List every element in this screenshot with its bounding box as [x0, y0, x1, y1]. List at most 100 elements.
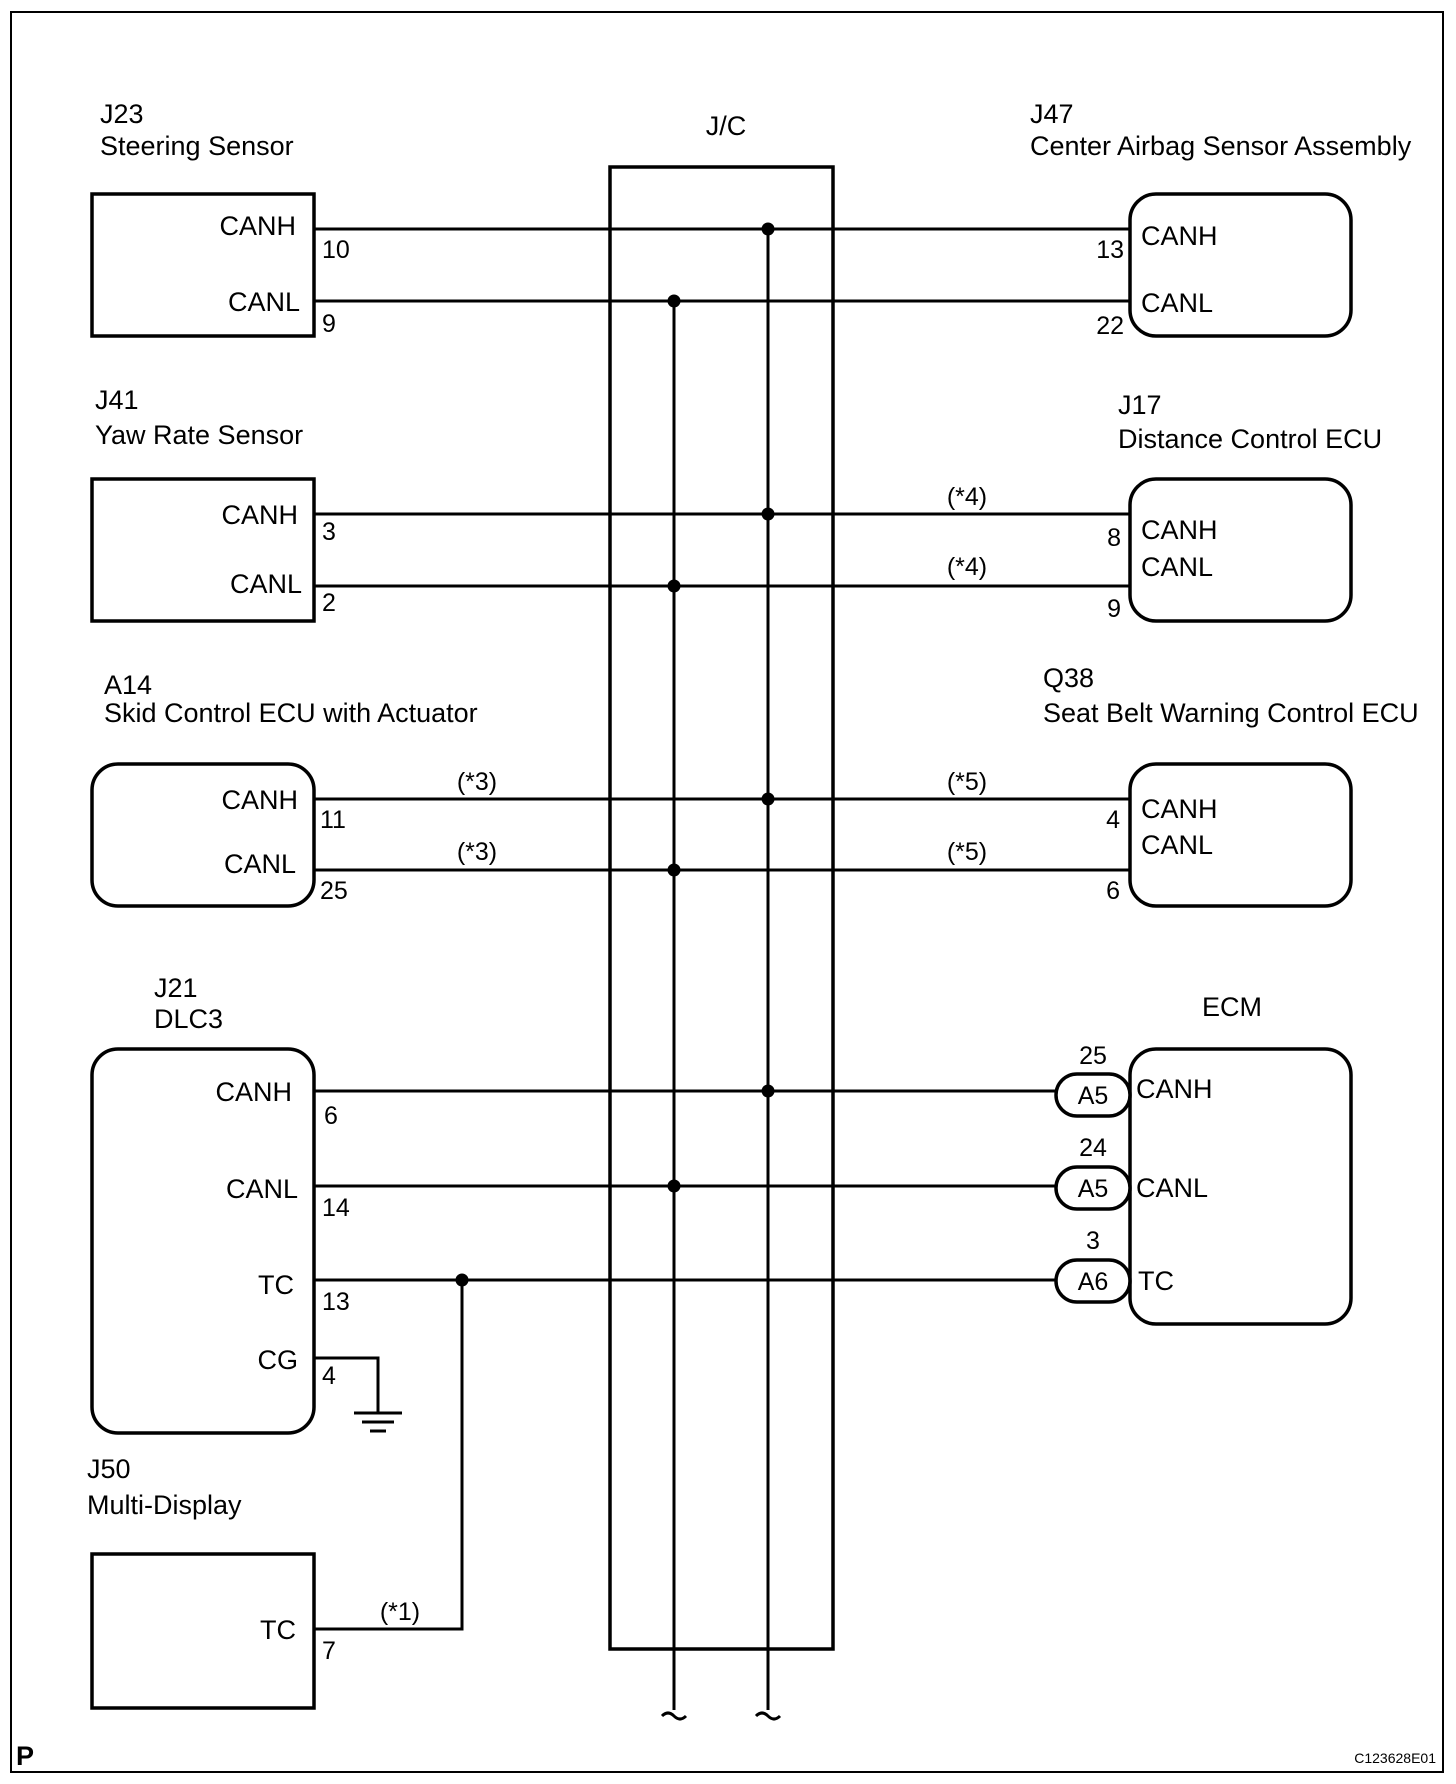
q38-pin-canh: 4 [1106, 806, 1120, 834]
diagram-frame [10, 11, 1444, 1773]
q38-code: Q38 [1043, 663, 1094, 693]
q38-seat-belt-warning-ecu: Q38 Seat Belt Warning Control ECU CANH C… [1043, 663, 1419, 908]
a14-code: A14 [104, 670, 152, 700]
j47-name: Center Airbag Sensor Assembly [1030, 131, 1412, 161]
ecm-pin-canl: 24 [1079, 1134, 1107, 1162]
j17-box [1128, 477, 1353, 623]
note-a14-canl: (*3) [457, 838, 497, 866]
note-q38-canh: (*5) [947, 768, 987, 796]
j47-box [1128, 192, 1353, 338]
splice-dot [761, 792, 775, 806]
j23-box [90, 192, 316, 338]
j17-name: Distance Control ECU [1118, 424, 1382, 454]
junction-connector-box [608, 165, 835, 1651]
j41-code: J41 [95, 385, 139, 415]
j50-pin-tc: 7 [322, 1637, 336, 1665]
wire-j21-cg-ground [314, 1356, 380, 1413]
j41-yaw-rate-sensor: J41 Yaw Rate Sensor CANH CANL 3 2 [90, 385, 336, 623]
j23-canl-label: CANL [228, 287, 300, 317]
ecm-pin-tc: 3 [1086, 1227, 1100, 1255]
j17-pin-canl: 9 [1107, 595, 1121, 623]
q38-name: Seat Belt Warning Control ECU [1043, 698, 1419, 728]
ecm-connector-canl [1054, 1165, 1132, 1211]
j47-code: J47 [1030, 99, 1074, 129]
ecm-tc-label: TC [1138, 1266, 1174, 1296]
ground-icon [354, 1411, 402, 1433]
j21-box [90, 1047, 316, 1435]
j41-pin-canh: 3 [322, 518, 336, 546]
j41-canl-label: CANL [230, 569, 302, 599]
ecm-connector-canl-label: A5 [1078, 1175, 1109, 1203]
j50-code: J50 [87, 1454, 131, 1484]
ecm-name: ECM [1202, 992, 1262, 1022]
j50-box [90, 1552, 316, 1710]
splice-dot [761, 222, 775, 236]
j17-code: J17 [1118, 390, 1162, 420]
j50-tc-label: TC [260, 1615, 296, 1645]
ecm-connector-canh-label: A5 [1078, 1082, 1109, 1110]
j47-pin-canl: 22 [1096, 312, 1124, 340]
j23-steering-sensor: J23 Steering Sensor CANH CANL 10 9 [90, 99, 350, 338]
j17-pin-canh: 8 [1107, 524, 1121, 552]
a14-canl-label: CANL [224, 849, 296, 879]
splice-dot [667, 863, 681, 877]
j41-box [90, 477, 316, 623]
splice-dot [455, 1273, 469, 1287]
j21-name: DLC3 [154, 1004, 223, 1034]
j21-pin-canl: 14 [322, 1194, 350, 1222]
j21-canh-label: CANH [215, 1077, 292, 1107]
a14-canh-label: CANH [221, 785, 298, 815]
j47-center-airbag-sensor: J47 Center Airbag Sensor Assembly CANH C… [1030, 99, 1412, 340]
note-j17-canl: (*4) [947, 553, 987, 581]
splice-dot [761, 507, 775, 521]
j21-pin-tc: 13 [322, 1288, 350, 1316]
q38-pin-canl: 6 [1106, 877, 1120, 905]
a14-box [90, 762, 316, 908]
j41-pin-canl: 2 [322, 589, 336, 617]
j21-code: J21 [154, 973, 198, 1003]
j21-dlc3: J21 DLC3 CANH CANL TC CG 6 14 13 4 [90, 973, 350, 1435]
note-j17-canh: (*4) [947, 483, 987, 511]
ecm-connector-tc-label: A6 [1078, 1268, 1109, 1296]
junction-connector-label: J/C [706, 111, 747, 141]
canl-bus-break-mark [660, 1711, 688, 1721]
j23-code: J23 [100, 99, 144, 129]
ecm-canh-label: CANH [1136, 1074, 1213, 1104]
j17-canh-label: CANH [1141, 515, 1218, 545]
j17-canl-label: CANL [1141, 552, 1213, 582]
j47-canl-label: CANL [1141, 288, 1213, 318]
splice-dot [667, 579, 681, 593]
q38-canl-label: CANL [1141, 830, 1213, 860]
ecm-connector-canh [1054, 1072, 1132, 1118]
note-a14-canh: (*3) [457, 768, 497, 796]
j50-multi-display: J50 Multi-Display TC 7 [87, 1454, 336, 1710]
j23-name: Steering Sensor [100, 131, 294, 161]
j47-canh-label: CANH [1141, 221, 1218, 251]
j47-pin-canh: 13 [1096, 236, 1124, 264]
ecm-canl-label: CANL [1136, 1173, 1208, 1203]
ecm-pin-canh: 25 [1079, 1042, 1107, 1070]
note-j50-tc: (*1) [380, 1598, 420, 1626]
j21-canl-label: CANL [226, 1174, 298, 1204]
j17-distance-control-ecu: J17 Distance Control ECU CANH CANL 8 9 [1107, 390, 1382, 623]
j21-pin-canh: 6 [324, 1102, 338, 1130]
a14-pin-canh: 11 [320, 806, 346, 834]
splice-dot [667, 1179, 681, 1193]
j50-name: Multi-Display [87, 1490, 242, 1520]
wire-j50-tc [314, 1280, 464, 1631]
q38-box [1128, 762, 1353, 908]
canh-bus-break-mark [754, 1711, 782, 1721]
j23-pin-canh: 10 [322, 236, 350, 264]
j23-pin-canl: 9 [322, 310, 336, 338]
j21-cg-label: CG [258, 1345, 299, 1375]
splice-dot [761, 1084, 775, 1098]
j21-tc-label: TC [258, 1270, 294, 1300]
j21-pin-cg: 4 [322, 1362, 336, 1390]
a14-pin-canl: 25 [320, 877, 348, 905]
a14-name: Skid Control ECU with Actuator [104, 698, 478, 728]
note-q38-canl: (*5) [947, 838, 987, 866]
j41-name: Yaw Rate Sensor [95, 420, 303, 450]
a14-skid-control-ecu: A14 Skid Control ECU with Actuator CANH … [90, 670, 478, 908]
splice-dots [455, 222, 775, 1287]
